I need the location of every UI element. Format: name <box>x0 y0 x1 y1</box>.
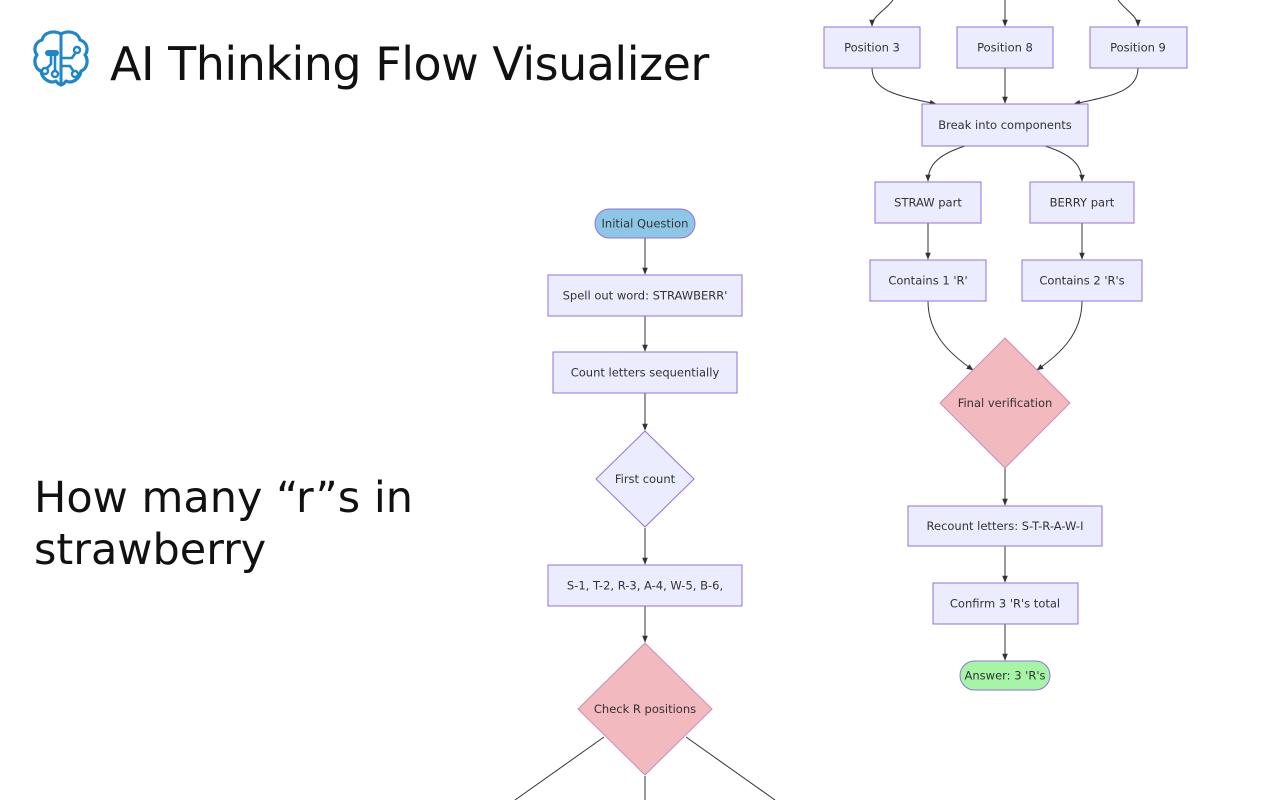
question-line-1: How many “r”s in <box>34 473 414 523</box>
node-confirm: Confirm 3 'R's total <box>932 582 1079 625</box>
node-count-letters: Count letters sequentially <box>552 351 738 394</box>
node-spell-out-label: Spell out word: STRAWBERR' <box>563 289 728 303</box>
node-recount-label: Recount letters: S-T-R-A-W-I <box>927 519 1084 533</box>
node-initial-question-label: Initial Question <box>602 217 689 231</box>
node-position-8-label: Position 8 <box>977 41 1033 55</box>
node-contains-2: Contains 2 'R's <box>1021 259 1143 302</box>
flow-edges <box>514 0 1141 800</box>
node-count-letters-label: Count letters sequentially <box>571 366 720 380</box>
brain-circuit-icon <box>33 30 89 87</box>
node-position-3-label: Position 3 <box>844 41 900 55</box>
node-position-9: Position 9 <box>1089 26 1188 69</box>
node-final-verification-label: Final verification <box>958 396 1053 410</box>
node-first-count-label: First count <box>615 472 676 486</box>
node-first-count: First count <box>595 430 695 528</box>
node-contains-1: Contains 1 'R' <box>869 259 987 302</box>
node-break-components: Break into components <box>921 103 1089 147</box>
node-confirm-label: Confirm 3 'R's total <box>950 597 1060 611</box>
node-berry-part: BERRY part <box>1029 181 1135 224</box>
node-contains-2-label: Contains 2 'R's <box>1039 274 1124 288</box>
question-line-2: strawberry <box>34 525 267 575</box>
node-answer: Answer: 3 'R's <box>959 660 1051 691</box>
node-recount: Recount letters: S-T-R-A-W-I <box>907 505 1103 547</box>
node-contains-1-label: Contains 1 'R' <box>888 274 967 288</box>
node-check-r-positions: Check R positions <box>577 642 713 776</box>
node-initial-question: Initial Question <box>594 208 696 239</box>
node-spell-out: Spell out word: STRAWBERR' <box>547 274 743 317</box>
node-answer-label: Answer: 3 'R's <box>965 669 1046 683</box>
node-position-3: Position 3 <box>823 26 921 69</box>
node-position-8: Position 8 <box>956 26 1054 69</box>
node-straw-part-label: STRAW part <box>894 196 962 210</box>
node-letter-sequence: S-1, T-2, R-3, A-4, W-5, B-6, <box>547 564 743 607</box>
node-position-9-label: Position 9 <box>1110 41 1166 55</box>
node-final-verification: Final verification <box>939 337 1071 469</box>
app-title: AI Thinking Flow Visualizer <box>110 37 709 91</box>
node-break-components-label: Break into components <box>938 118 1072 132</box>
node-berry-part-label: BERRY part <box>1050 196 1115 210</box>
node-letter-sequence-label: S-1, T-2, R-3, A-4, W-5, B-6, <box>567 579 723 593</box>
node-check-r-positions-label: Check R positions <box>594 702 696 716</box>
node-straw-part: STRAW part <box>874 181 982 224</box>
